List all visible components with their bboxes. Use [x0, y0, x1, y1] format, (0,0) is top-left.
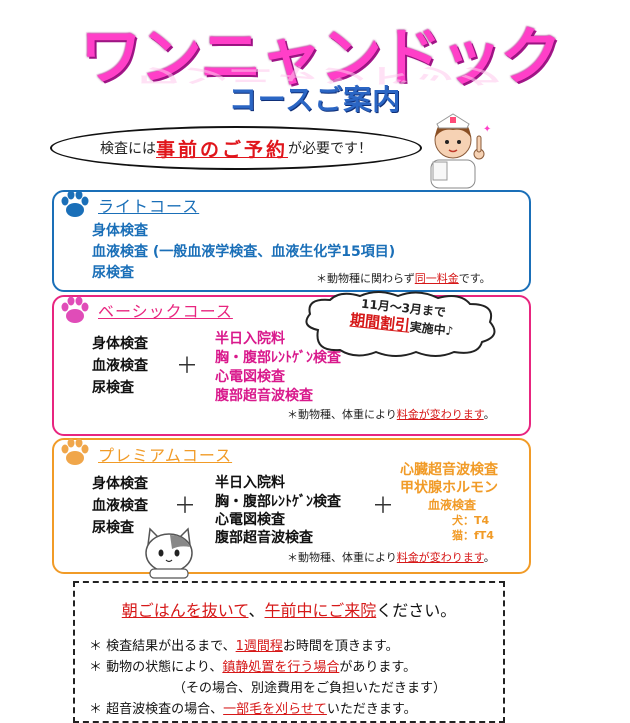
footer-main: 朝ごはんを抜いて、午前中にご来院ください。 [75, 597, 503, 621]
basic-item-2: 血液検査 [92, 358, 148, 374]
premium-item-3: 尿検査 [92, 520, 134, 536]
footer-line-3: （その場合、別途費用をご負担いただきます） [173, 681, 447, 696]
footer-line4-red: 一部毛を刈らせて [223, 702, 327, 717]
reservation-after: が必要です！ [288, 141, 372, 157]
footer-main-red1: 朝ごはんを抜いて [121, 601, 249, 620]
page-subtitle: コースご案内 [228, 83, 402, 116]
footer-line1-before: ＊ 検査結果が出るまで、 [89, 639, 236, 654]
footer-line2-after: があります。 [339, 660, 417, 675]
reservation-before: 検査には [99, 141, 156, 157]
basic-note-red: 料金が変わります [396, 408, 484, 421]
light-note-after: です。 [458, 272, 491, 285]
paw-icon-blue [61, 190, 89, 217]
footer-main-red2: 午前中にご来院 [264, 601, 377, 620]
light-course-title: ライトコース [98, 197, 200, 216]
premium-note-before: ＊動物種、体重により [287, 551, 397, 564]
premium-note-red: 料金が変わります [396, 551, 484, 564]
cloud-bubble [305, 291, 496, 357]
footer-main-after: ください。 [376, 601, 457, 620]
footer-line4-after: いただきます。 [326, 702, 417, 717]
paw-icon-orange [61, 438, 89, 465]
premium-note-after: 。 [483, 551, 495, 564]
premium-special-2: 甲状腺ホルモン [400, 480, 498, 496]
promo-line2-after: 実施中♪ [409, 319, 454, 339]
footer-line1-red: 1週間程 [235, 639, 283, 654]
basic-item-1: 身体検査 [92, 336, 148, 352]
light-note-red: 同一料金 [414, 272, 459, 285]
basic-note: ＊動物種、体重により料金が変わります。 [287, 406, 495, 422]
svg-text:✦: ✦ [483, 124, 491, 135]
cat-illustration [145, 527, 193, 579]
basic-item-3: 尿検査 [92, 380, 134, 396]
paw-icon-pink [61, 296, 89, 323]
footer-line2-red: 鎮静処置を行う場合 [222, 660, 340, 675]
footer-line-2: ＊ 動物の状態により、鎮静処置を行う場合があります。 [89, 656, 416, 675]
basic-note-before: ＊動物種、体重により [287, 408, 397, 421]
basic-extra-2: 胸・腹部ﾚﾝﾄｹﾞﾝ検査 [215, 350, 341, 366]
header-banner: ワンニャンドック ワンニャンドック コースご案内 [0, 0, 630, 135]
premium-item-2: 血液検査 [92, 498, 148, 514]
basic-plus: ＋ [176, 354, 199, 379]
reservation-emphasis: 事前のご予約 [155, 138, 288, 161]
footer-notice: 朝ごはんを抜いて、午前中にご来院ください。 ＊ 検査結果が出るまで、1週間程お時… [73, 581, 505, 723]
nurse-illustration: ✦ [430, 113, 491, 189]
premium-course-box [52, 438, 531, 574]
light-note: ＊動物種に関わらず同一料金です。 [316, 270, 491, 286]
premium-course-title: プレミアムコース [98, 446, 233, 465]
light-item-3: 尿検査 [92, 265, 134, 281]
basic-extra-4: 腹部超音波検査 [215, 388, 313, 404]
light-item-1: 身体検査 [92, 223, 148, 239]
light-course-box [52, 190, 531, 292]
footer-line-4: ＊ 超音波検査の場合、一部毛を刈らせていただきます。 [89, 698, 417, 717]
premium-extra-2: 胸・腹部ﾚﾝﾄｹﾞﾝ検査 [215, 494, 341, 510]
light-note-before: ＊動物種に関わらず [316, 272, 415, 285]
footer-line2-before: ＊ 動物の状態により、 [89, 660, 223, 675]
premium-extra-4: 腹部超音波検査 [215, 530, 313, 546]
premium-item-1: 身体検査 [92, 476, 148, 492]
footer-main-mid: 、 [248, 601, 265, 620]
reservation-notice: 検査には 事前のご予約 が必要です！ [50, 126, 422, 170]
footer-line1-after: お時間を頂きます。 [282, 639, 399, 654]
light-item-2: 血液検査 (一般血液学検査、血液生化学15項目) [92, 244, 396, 260]
footer-line-1: ＊ 検査結果が出るまで、1週間程お時間を頂きます。 [89, 635, 399, 654]
basic-note-after: 。 [483, 408, 495, 421]
premium-note: ＊動物種、体重により料金が変わります。 [287, 549, 495, 565]
basic-extra-1: 半日入院料 [215, 331, 285, 347]
premium-blood-label: 血液検査 [428, 498, 477, 512]
premium-plus-1: ＋ [174, 494, 197, 519]
premium-special-1: 心臓超音波検査 [400, 462, 498, 478]
basic-extra-3: 心電図検査 [215, 369, 285, 385]
premium-dog-t4: 犬：T4 [452, 514, 490, 527]
basic-course-title: ベーシックコース [98, 302, 233, 321]
premium-plus-2: ＋ [372, 494, 395, 519]
footer-line4-before: ＊ 超音波検査の場合、 [89, 702, 224, 717]
premium-cat-ft4: 猫：fT4 [452, 529, 494, 542]
page-title: ワンニャンドック [79, 20, 562, 93]
premium-extra-1: 半日入院料 [215, 475, 285, 491]
premium-extra-3: 心電図検査 [215, 512, 285, 528]
